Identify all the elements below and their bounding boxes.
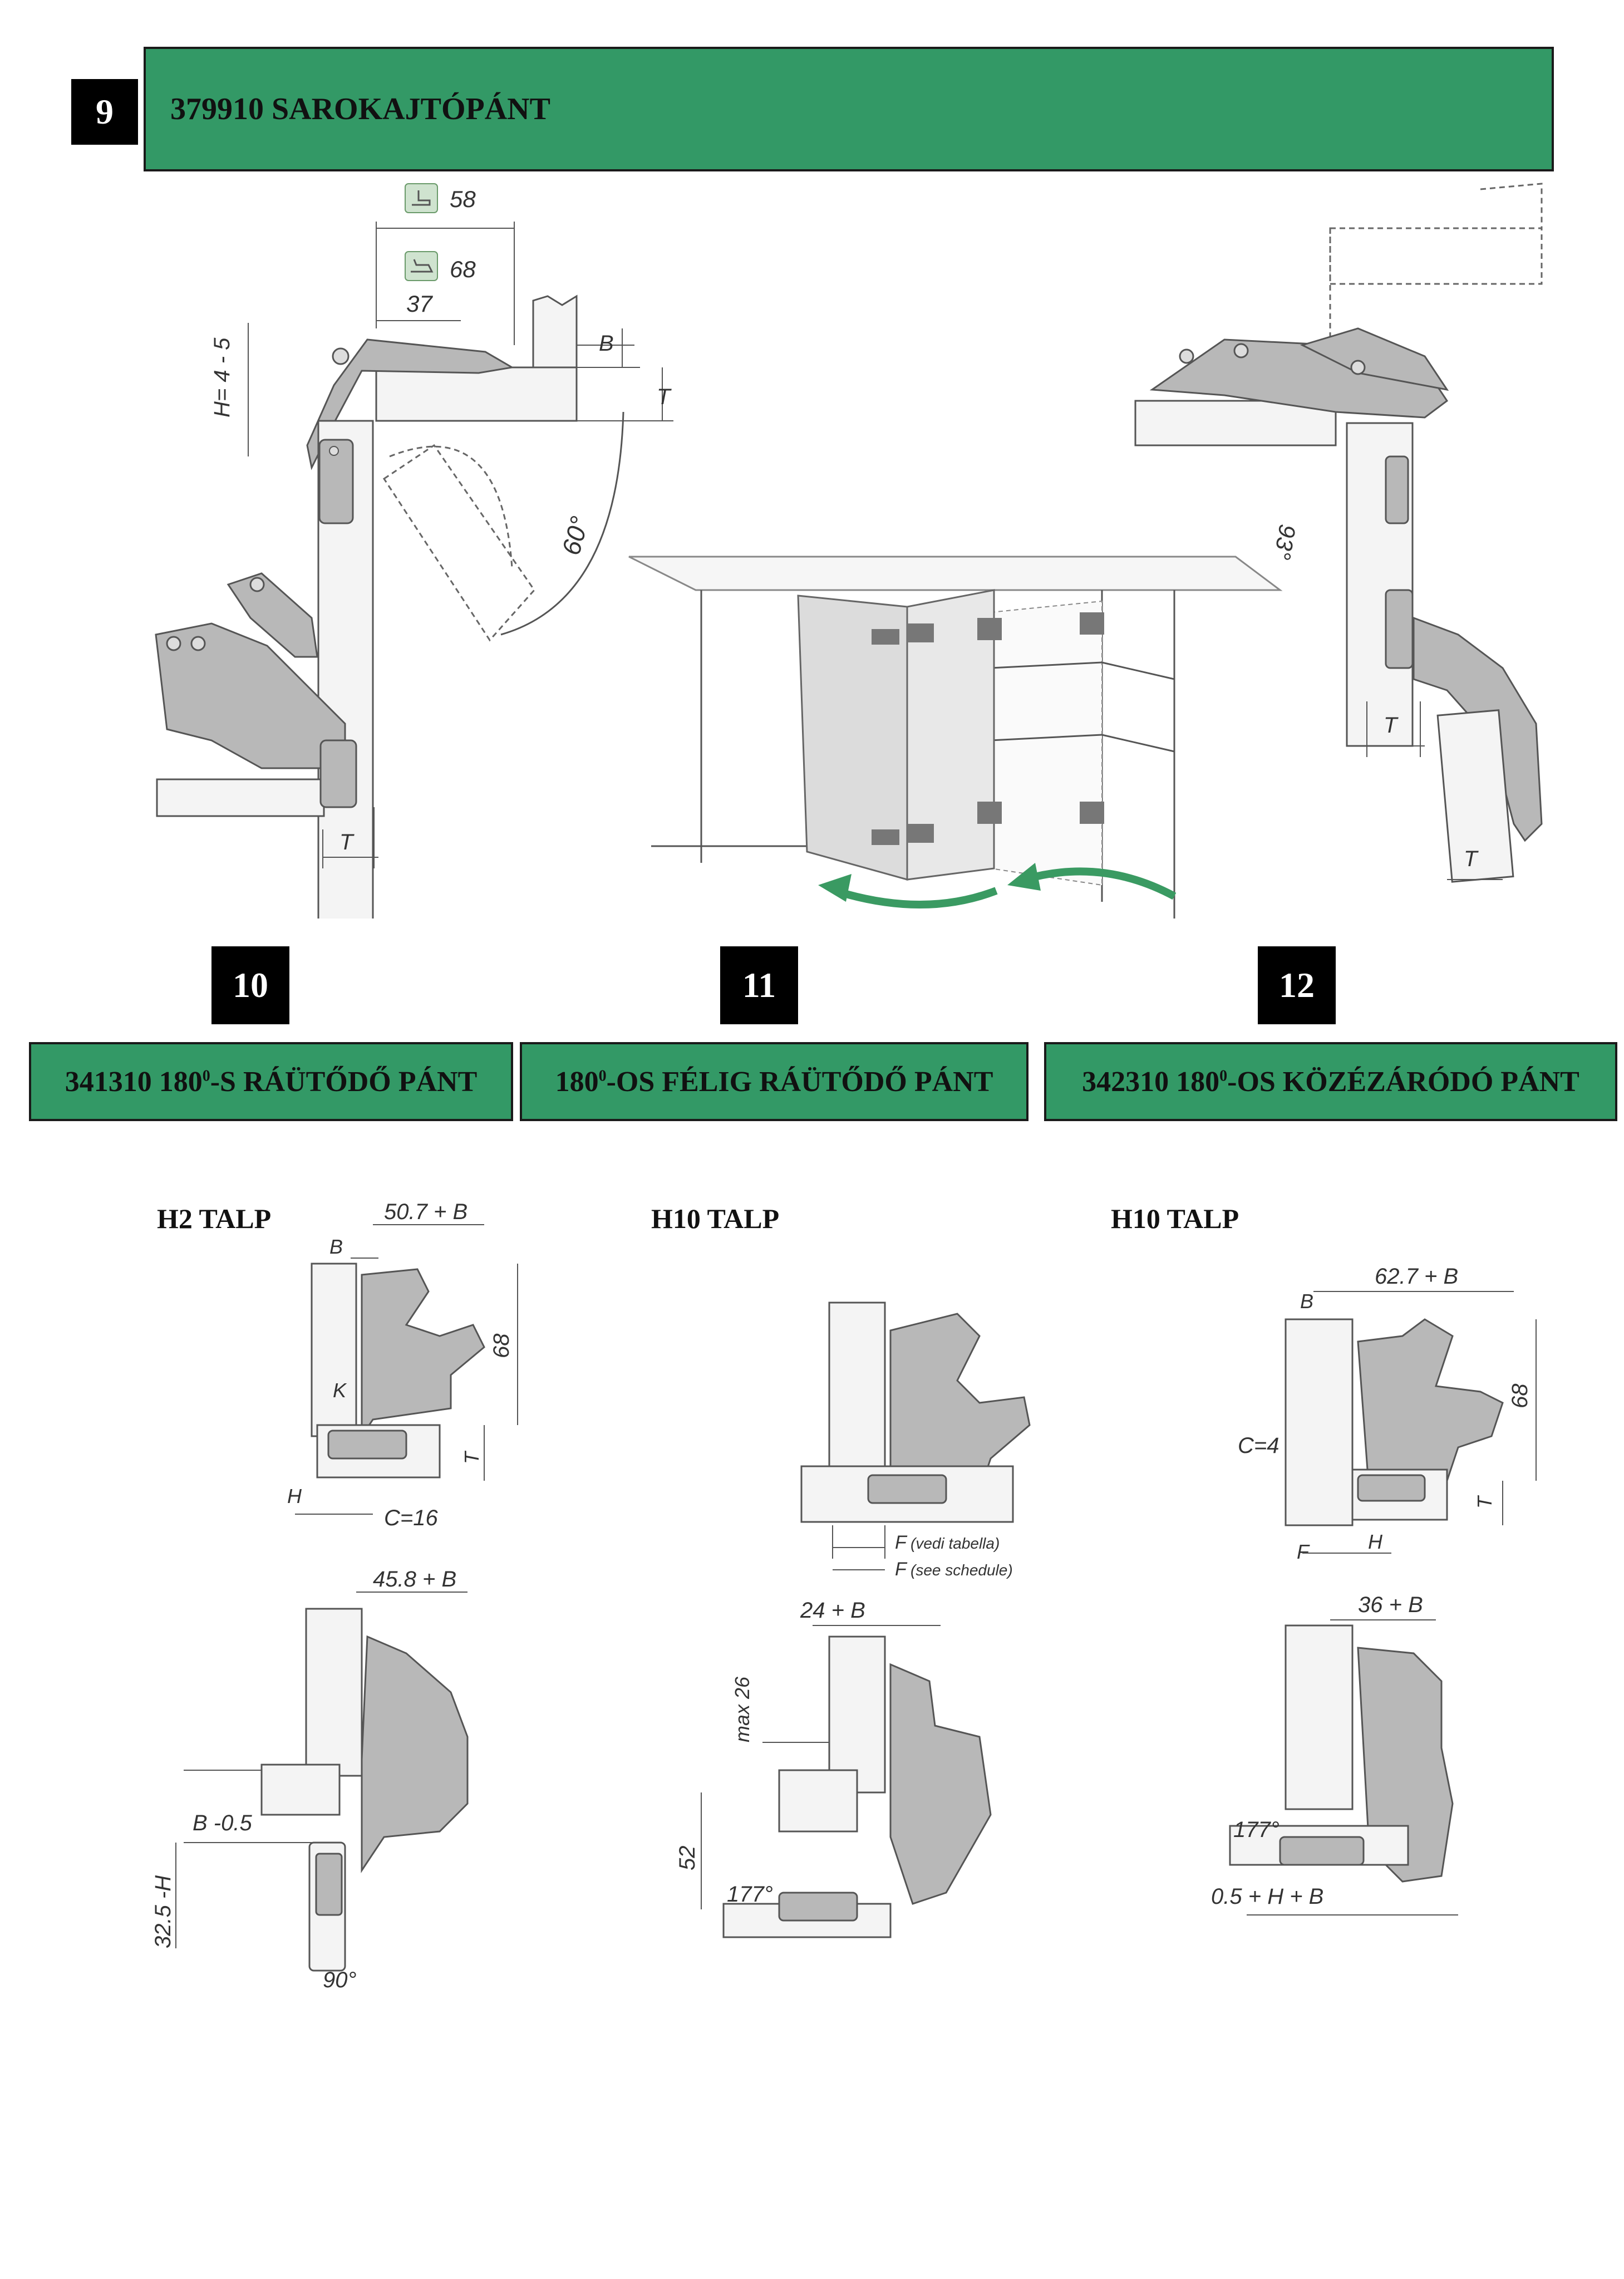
dim-H-label: H= 4 - 5 xyxy=(210,337,234,418)
left-hinge-detail: 58 68 37 B T 60° H= 4 - xyxy=(155,183,673,919)
section-title-9: 379910 SAROKAJTÓPÁNT xyxy=(144,47,1554,171)
fig10-angle: 90° xyxy=(323,1968,357,1992)
corner-hinge-drawing: 58 68 37 B T 60° H= 4 - xyxy=(155,183,1543,919)
section-title-11-text: 1800-OS FÉLIG RÁÜTŐDŐ PÁNT xyxy=(555,1065,993,1098)
dim-T2-label: T xyxy=(339,830,355,854)
opening-58-label: 58 xyxy=(450,186,476,212)
section-number-9: 9 xyxy=(71,79,138,145)
section-title-9-text: 379910 SAROKAJTÓPÁNT xyxy=(170,92,550,126)
dim-37-label: 37 xyxy=(406,291,433,317)
fig10-B05: B -0.5 xyxy=(193,1811,252,1835)
fig12-bottom-width: 36 + B xyxy=(1358,1593,1423,1617)
fig10-top-width: 50.7 + B xyxy=(384,1202,467,1224)
fig10-B: B xyxy=(329,1235,343,1258)
opening-68-label: 68 xyxy=(450,256,476,282)
fig10-T: T xyxy=(460,1450,483,1464)
fig10-H: H xyxy=(287,1485,302,1507)
dim-T-label: T xyxy=(657,385,672,409)
talp-label-10: H2 TALP xyxy=(157,1203,272,1234)
fig11-angle: 177° xyxy=(727,1882,773,1907)
hinge-diagram-11: F (vedi tabella) F (see schedule) 24 + B… xyxy=(675,1301,1031,1938)
section-title-10-text: 341310 1800-S RÁÜTŐDŐ PÁNT xyxy=(65,1065,478,1098)
talp-label-12: H10 TALP xyxy=(1111,1203,1239,1234)
angle-93-label: 93° xyxy=(1269,522,1301,562)
fig10-68: 68 xyxy=(489,1333,514,1358)
fig10-K: K xyxy=(333,1379,347,1402)
section-title-12-text: 342310 1800-OS KÖZÉZÁRÓDÓ PÁNT xyxy=(1082,1065,1579,1098)
section-title-12: 342310 1800-OS KÖZÉZÁRÓDÓ PÁNT xyxy=(1044,1042,1617,1121)
dim-T-right-label: T xyxy=(1384,713,1399,738)
fig11-F1: F xyxy=(895,1532,908,1553)
fig12-H: H xyxy=(1368,1530,1383,1553)
fig11-F1-note: (vedi tabella) xyxy=(911,1535,1000,1552)
talp-label-11: H10 TALP xyxy=(651,1203,780,1234)
dim-B-label: B xyxy=(599,331,614,356)
right-hinge-detail: 93° T T xyxy=(1134,183,1543,883)
fig10-bottom-width: 45.8 + B xyxy=(373,1567,456,1592)
fig12-angle: 177° xyxy=(1233,1818,1279,1842)
fig11-max26: max 26 xyxy=(731,1676,754,1742)
fig12-B: B xyxy=(1300,1290,1313,1313)
fig11-F2-note: (see schedule) xyxy=(911,1561,1013,1579)
fig12-F: F xyxy=(1297,1540,1310,1563)
hinge-diagram-10: 50.7 + B B 68 K T H C=16 45.8 + B B -0.5… xyxy=(151,1202,518,1992)
section-title-11: 1800-OS FÉLIG RÁÜTŐDŐ PÁNT xyxy=(520,1042,1028,1121)
fig11-bottom-width: 24 + B xyxy=(800,1598,865,1623)
fig12-top-width: 62.7 + B xyxy=(1375,1264,1458,1289)
fig12-C: C=4 xyxy=(1238,1433,1279,1458)
fig10-C: C=16 xyxy=(384,1506,438,1530)
section-number-12: 12 xyxy=(1258,946,1336,1024)
fig11-52: 52 xyxy=(675,1846,700,1871)
angle-60-label: 60° xyxy=(556,513,594,558)
section-number-10: 10 xyxy=(211,946,289,1024)
section-number-11: 11 xyxy=(720,946,798,1024)
fig12-bottom-dim: 0.5 + H + B xyxy=(1211,1884,1323,1909)
corner-cabinet-illustration xyxy=(628,556,1283,919)
fig10-325H: 32.5 -H xyxy=(151,1875,175,1948)
hinge-diagram-12: 62.7 + B B 68 C=4 T F H 36 + B 177° 0.5 … xyxy=(1211,1264,1537,1915)
fig11-F2: F xyxy=(895,1559,908,1580)
section-title-10: 341310 1800-S RÁÜTŐDŐ PÁNT xyxy=(29,1042,513,1121)
dim-T2-right-label: T xyxy=(1464,847,1479,871)
fig12-68: 68 xyxy=(1508,1383,1532,1408)
fig12-T: T xyxy=(1473,1495,1496,1509)
